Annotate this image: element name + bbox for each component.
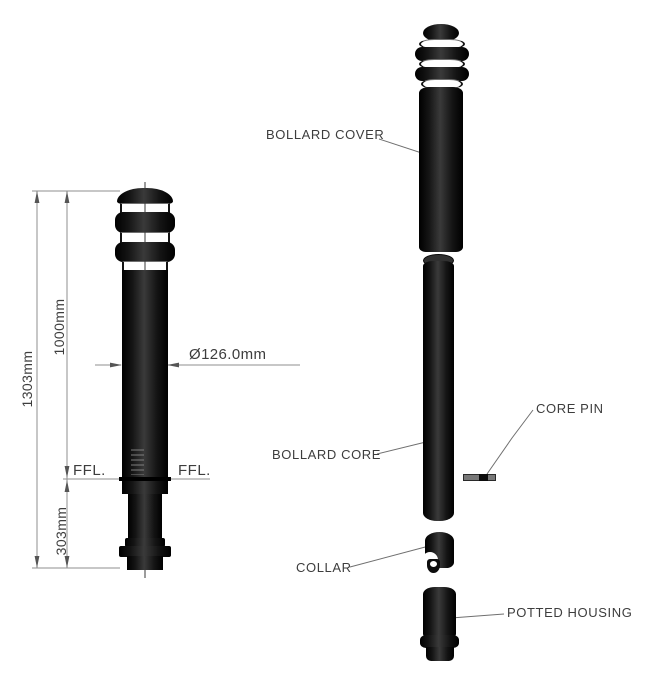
ffl-label-right: FFL. bbox=[178, 462, 211, 479]
front-cap-ring-2 bbox=[115, 242, 175, 262]
collar-hook-gap bbox=[430, 561, 437, 567]
ffl-label-left: FFL. bbox=[73, 462, 106, 479]
housing-body bbox=[423, 587, 456, 637]
label-bollard-core: BOLLARD CORE bbox=[272, 447, 382, 462]
bollard-emblem bbox=[131, 449, 144, 475]
cover-tube-body bbox=[419, 87, 463, 252]
front-below-ground-shaft bbox=[128, 494, 162, 539]
housing-bulge-ring bbox=[420, 635, 459, 648]
label-core-pin: CORE PIN bbox=[536, 401, 604, 416]
cover-cap-dome bbox=[423, 24, 459, 42]
arrow-up-icon bbox=[34, 191, 40, 203]
front-flange-ring-upper bbox=[125, 538, 165, 547]
label-potted-housing: POTTED HOUSING bbox=[507, 605, 633, 620]
dim-below-ground-height: 303mm bbox=[53, 506, 69, 556]
arrow-down-icon bbox=[34, 556, 40, 568]
leader-potted-housing bbox=[450, 613, 505, 619]
arrow-down-icon bbox=[64, 466, 70, 478]
dim-overall-height: 1303mm bbox=[19, 350, 35, 408]
front-base-stub bbox=[127, 556, 163, 570]
dim-above-ground-height: 1000mm bbox=[51, 298, 67, 356]
front-ground-line-band bbox=[119, 477, 171, 481]
front-bollard-body bbox=[122, 270, 168, 494]
arrow-down-icon bbox=[64, 556, 70, 568]
front-cap-dome bbox=[117, 188, 173, 204]
housing-bottom-stub bbox=[426, 647, 454, 661]
arrow-left-icon bbox=[167, 362, 179, 368]
front-flange-ring-lower bbox=[119, 546, 171, 557]
front-cap-ring-1 bbox=[115, 212, 175, 233]
arrow-up-icon bbox=[64, 191, 70, 203]
core-tube-body bbox=[423, 261, 454, 521]
dim-diameter: Ø126.0mm bbox=[189, 346, 267, 363]
core-pin-center bbox=[479, 474, 488, 481]
cover-ring-1 bbox=[415, 47, 469, 61]
leader-collar bbox=[349, 545, 430, 568]
arrow-right-icon bbox=[110, 362, 122, 368]
arrow-up-icon bbox=[64, 480, 70, 492]
leader-core-pin bbox=[486, 409, 534, 475]
label-bollard-cover: BOLLARD COVER bbox=[266, 127, 385, 142]
cover-ring-2 bbox=[415, 67, 469, 81]
label-collar: COLLAR bbox=[296, 560, 352, 575]
